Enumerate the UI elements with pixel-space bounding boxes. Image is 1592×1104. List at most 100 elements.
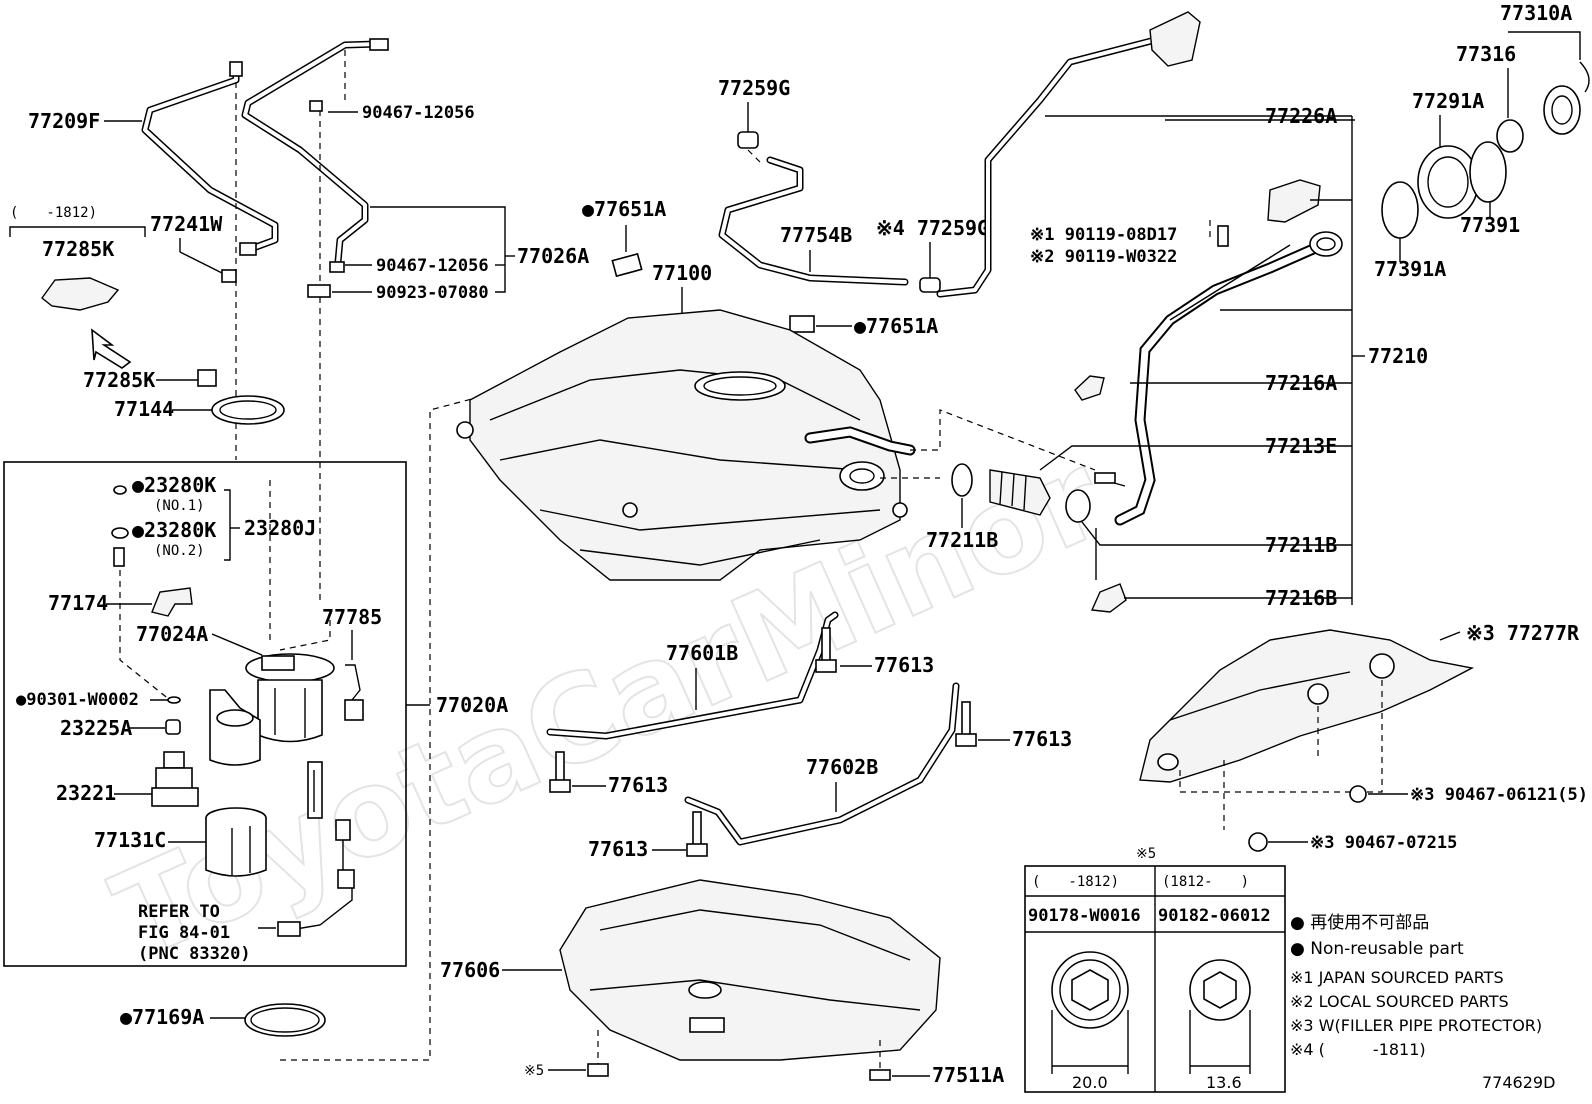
label-77511A: 77511A [932,1063,1004,1087]
label-77651A-b: ●77651A [854,314,938,338]
label-90467-06121: ※3 90467-06121(5) [1410,785,1588,805]
part-90119-bolt [1217,225,1229,247]
label-77391A: 77391A [1374,257,1446,281]
part-77226A-vent-pipe [936,36,1159,298]
label-77216A: 77216A [1265,371,1337,395]
part-90467-07215 [1248,832,1268,852]
breather-tube-77026A [241,38,389,266]
part-77602B-strap [684,682,960,846]
legend-note1: ※1 JAPAN SOURCED PARTS [1290,968,1504,987]
part-77131C-sub-tank [205,807,267,877]
label-no2: (NO.2) [154,543,205,559]
label-77785: 77785 [322,605,382,629]
label-77213E: 77213E [1265,434,1337,458]
label-77285K-b: 77285K [83,368,155,392]
part-77613-bolt-d [686,811,708,857]
label-77606: 77606 [440,958,500,982]
label-90467-12056-b: 90467-12056 [376,256,489,276]
label-77216B: 77216B [1265,586,1337,610]
part-77291A-neck [1417,145,1479,219]
part-77216A-clamp [1074,375,1105,401]
label-77211B-b: 77211B [1265,533,1337,557]
connector-90923 [307,284,331,298]
part-77216B-clamp [1090,583,1127,613]
bolt-clip-90178 [1051,951,1129,1029]
part-77310A-fuel-cap [1543,61,1590,135]
label-77226A: 77226A [1265,104,1337,128]
part-90467-06121 [1349,785,1367,803]
label-77285K-a: 77285K [42,237,114,261]
label-77391: 77391 [1460,213,1520,237]
legend-note4: ※4 ( -1811) [1290,1040,1426,1059]
part-77285K-cover [41,277,120,311]
label-77613-b: 77613 [608,773,668,797]
label-77174: 77174 [48,591,108,615]
label-23280K-no1: ●23280K [132,473,216,497]
label-no1: (NO.1) [154,498,205,514]
part-77316-ring [1496,119,1524,153]
part-sender-gauge [307,761,323,819]
part-filler-protector [1267,179,1321,223]
label-77210: 77210 [1368,344,1428,368]
label-23221: 23221 [56,781,116,805]
label-77602B: 77602B [806,755,878,779]
part-77601B-strap [546,611,839,740]
label-77241W: 77241W [150,212,223,236]
label-23225A: 23225A [60,716,132,740]
label-77613-c: 77613 [1012,727,1072,751]
part-77391-gasket [1469,141,1507,203]
label-refer-fig: FIG 84-01 [138,923,230,943]
part-77651A-pad-a [611,252,643,278]
label-23280J: 23280J [244,516,316,540]
label-77613-d: 77613 [588,837,648,861]
diagram-code: 774629D [1482,1073,1555,1092]
part-77144-retainer [211,395,285,425]
part-23221-fuel-pump [151,751,199,807]
label-77651A-a: ●77651A [582,197,666,221]
label-77209F: 77209F [28,109,100,133]
label-77026A: 77026A [517,244,589,268]
label-77291A: 77291A [1412,89,1484,113]
part-clip-note5 [587,1063,609,1077]
label-90301-W0002: ●90301-W0002 [16,690,139,710]
part-77285K-clip [197,369,217,387]
part-77024A-pump-assembly [209,653,335,766]
part-77511A [869,1069,891,1081]
label-90923-07080: 90923-07080 [376,283,489,303]
label-77131C: 77131C [94,828,166,852]
label-90119-note1: ※1 90119-08D17 [1030,225,1177,245]
label-refer-to: REFER TO [138,902,220,922]
legend-non-reusable: ● Non-reusable part [1290,939,1464,959]
fuel-pump-group-box [3,461,407,967]
table-col2-part: 90182-06012 [1158,906,1271,926]
label-1812-range: ( -1812) [10,205,97,221]
label-77020A: 77020A [436,693,508,717]
legend-note3: ※3 W(FILLER PIPE PROTECTOR) [1290,1016,1542,1035]
arrow-77285K [91,328,132,369]
label-clip-note5: ※5 [524,1063,544,1079]
table-col2-dim: 13.6 [1206,1073,1242,1092]
bolt-clip-90182 [1189,959,1251,1021]
part-23280J-valve [113,547,125,567]
part-77211B-clamp-a [951,463,973,497]
part-77613-bolt-a [815,627,837,673]
label-77100: 77100 [652,261,712,285]
legend-japanese: ● 再使用不可部品 [1290,912,1429,933]
label-90119-note2: ※2 90119-W0322 [1030,247,1177,267]
table-col1-part: 90178-W0016 [1028,906,1141,926]
label-77259G: 77259G [718,76,790,100]
part-filler-neck-top [1149,11,1201,67]
part-77613-bolt-c [955,701,977,747]
table-title: ※5 [1136,846,1156,862]
label-77601B: 77601B [666,641,738,665]
label-90467-12056-a: 90467-12056 [362,103,475,123]
label-77754B: 77754B [780,223,852,247]
label-77316: 77316 [1456,42,1516,66]
part-77259G-clip [737,131,759,149]
label-23280K-no2: ●23280K [132,518,216,542]
part-77606-under-cover [559,879,941,1061]
label-77144: 77144 [114,397,174,421]
label-90467-07215: ※3 90467-07215 [1310,833,1457,853]
label-77211B-a: 77211B [926,528,998,552]
table-col1-range: ( -1812) [1032,874,1119,890]
